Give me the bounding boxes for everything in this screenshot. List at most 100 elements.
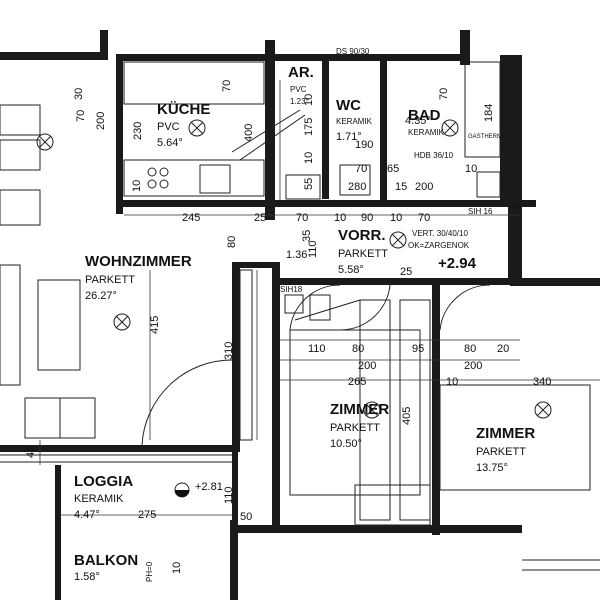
wc-sink <box>339 164 371 196</box>
wall-segment <box>432 285 440 535</box>
dim-50: 50 <box>240 511 252 523</box>
dim-10: 10 <box>446 376 458 388</box>
wall-segment <box>0 445 240 452</box>
room-name-bad: BAD <box>408 107 441 124</box>
dim-110: 110 <box>223 486 235 504</box>
room-name-loggia: LOGGIA <box>74 473 133 490</box>
label-zargenok: OK=ZARGENOK <box>408 241 470 250</box>
dim-25: 25 <box>254 212 266 224</box>
sofa-cushion <box>0 104 41 136</box>
room-area-balkon: 1.58° <box>74 571 100 583</box>
label-loggia-level: +2.81 <box>195 481 223 493</box>
shaft-box <box>284 294 304 314</box>
room-area-bad: 4.35° <box>405 115 431 127</box>
dim-190: 190 <box>355 139 373 151</box>
dim-245: 245 <box>182 212 200 224</box>
sofa <box>0 264 21 386</box>
ceiling-light-icon <box>113 313 131 331</box>
room-floor-loggia: KERAMIK <box>74 493 124 505</box>
dim-25: 25 <box>400 266 412 278</box>
room-floor-bad: KERAMIK <box>408 128 445 137</box>
dim-10: 10 <box>334 212 346 224</box>
stove-burner <box>147 167 157 177</box>
wardrobe <box>359 299 391 521</box>
dim-10: 10 <box>131 180 143 192</box>
wall-segment <box>280 278 510 285</box>
label-vert: VERT. 30/40/10 <box>412 229 468 238</box>
room-name-zimmer-2: ZIMMER <box>476 425 535 442</box>
dim-10: 10 <box>303 152 315 164</box>
kitchen-counter-top <box>123 61 265 105</box>
wall-segment <box>116 54 123 214</box>
dim-200: 200 <box>358 360 376 372</box>
room-floor-ar: PVC <box>290 85 307 94</box>
room-area-zimmer-2: 13.75° <box>476 462 508 474</box>
wall-segment <box>232 452 238 532</box>
bathtub <box>464 61 501 158</box>
room-labels: KÜCHE PVC 5.64° AR. PVC 1.23° WC KERAMIK… <box>74 64 535 583</box>
door-swing <box>141 359 233 446</box>
room-floor-wohnzimmer: PARKETT <box>85 274 135 286</box>
dim-35: 35 <box>301 230 313 242</box>
misc-labels: DS 90/30 HDB 36/10 VERT. 30/40/10 OK=ZAR… <box>145 47 518 582</box>
diagonal <box>294 299 361 321</box>
dim-200: 200 <box>464 360 482 372</box>
dim-55: 55 <box>303 178 315 190</box>
dim-95: 95 <box>412 343 424 355</box>
ceiling-light-icon <box>188 119 206 137</box>
wall-segment <box>508 205 522 285</box>
wardrobe <box>399 299 431 521</box>
room-name-wc: WC <box>336 97 361 114</box>
door-swing <box>289 284 341 331</box>
thin-lines <box>0 61 600 571</box>
ceiling-light-icon <box>36 133 54 151</box>
dim-405: 405 <box>401 407 413 425</box>
dim-70: 70 <box>221 80 233 92</box>
wall-segment <box>55 465 61 600</box>
dim-400: 400 <box>243 124 255 142</box>
wall-segment <box>500 55 522 205</box>
dim-230: 230 <box>132 122 144 140</box>
room-area-zimmer-1: 10.50° <box>330 438 362 450</box>
room-area-ar: 1.23° <box>290 97 309 106</box>
dim-175: 175 <box>303 118 315 136</box>
dim-80: 80 <box>464 343 476 355</box>
room-area-kueche: 5.64° <box>157 137 183 149</box>
label-ds: DS 90/30 <box>336 47 370 56</box>
dim-200: 200 <box>95 112 107 130</box>
wall-segment <box>232 262 240 452</box>
wall-segment <box>100 30 108 60</box>
dim-90: 90 <box>361 212 373 224</box>
room-name-balkon: BALKON <box>74 552 138 569</box>
ceiling-light-icon <box>441 119 459 137</box>
room-name-ar: AR. <box>288 64 314 81</box>
room-area-wc: 1.71° <box>336 131 362 143</box>
stove-burner <box>147 179 157 189</box>
walls <box>0 30 600 600</box>
desk <box>354 484 431 526</box>
label-gastherme: GASTHERME <box>468 134 506 140</box>
dim-200: 200 <box>415 181 433 193</box>
dimension-texts: 30 70 200 230 10 70 400 175 10 10 70 184… <box>25 80 551 574</box>
dim-110: 110 <box>307 240 319 258</box>
wall-segment <box>510 278 600 286</box>
stove-burner <box>159 179 169 189</box>
ceiling-light-icon <box>389 231 407 249</box>
room-floor-zimmer-2: PARKETT <box>476 446 526 458</box>
room-name-wohnzimmer: WOHNZIMMER <box>85 253 192 270</box>
dim-310: 310 <box>223 342 235 360</box>
dim-40: 40 <box>25 446 37 458</box>
wall-segment <box>240 262 280 268</box>
wall-segment <box>275 54 335 61</box>
dim-415: 415 <box>149 316 161 334</box>
dim-70: 70 <box>75 110 87 122</box>
room-floor-vorr: PARKETT <box>338 248 388 260</box>
ceiling-light-icon <box>534 401 552 419</box>
dim-275: 275 <box>138 509 156 521</box>
dim-110: 110 <box>308 343 326 355</box>
ar-shelf <box>285 174 321 200</box>
label-sih18: SIH18 <box>280 285 303 294</box>
dim-70: 70 <box>296 212 308 224</box>
kitchen-counter-bottom <box>123 159 265 197</box>
dim-80: 80 <box>226 236 238 248</box>
